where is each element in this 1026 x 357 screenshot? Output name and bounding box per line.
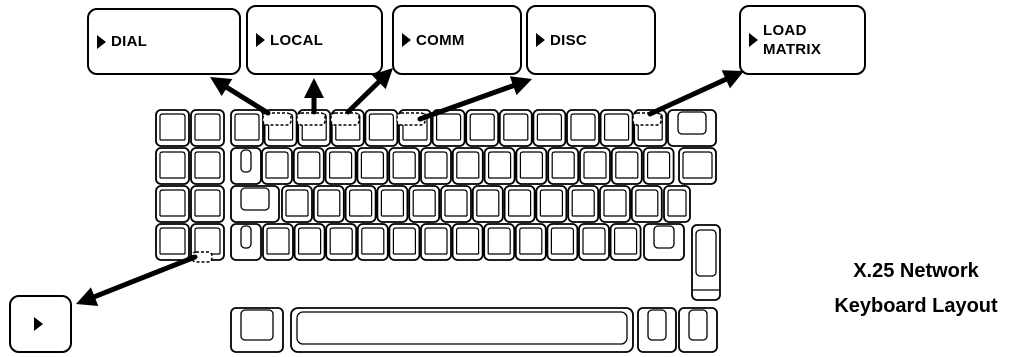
key — [388, 223, 421, 261]
key — [451, 147, 484, 185]
triangle-right-icon — [33, 317, 43, 331]
callout-arrow — [647, 70, 744, 117]
comm-callout: COMM — [392, 5, 522, 75]
return-key — [691, 224, 721, 301]
triangle-right-icon — [536, 33, 545, 47]
key — [630, 185, 663, 223]
key — [471, 185, 504, 223]
caption-line2: Keyboard Layout — [834, 295, 998, 317]
key — [344, 185, 377, 223]
load-label-line2: MATRIX — [763, 41, 822, 58]
key — [408, 185, 441, 223]
left-key — [155, 109, 190, 147]
ctrl-key — [230, 185, 280, 223]
dial-callout: DIAL — [87, 8, 241, 75]
load-label-line1: LOAD — [763, 22, 807, 39]
key — [546, 223, 579, 261]
key — [364, 109, 399, 147]
key — [324, 147, 357, 185]
key — [281, 185, 313, 223]
key — [503, 185, 536, 223]
key — [451, 223, 484, 261]
triangle-right-icon — [749, 33, 758, 47]
shift-key — [230, 223, 262, 261]
left-key — [190, 109, 225, 147]
key — [579, 147, 611, 185]
load-matrix-callout: LOAD MATRIX — [739, 5, 866, 75]
triangle-right-icon — [97, 34, 106, 49]
key — [498, 109, 533, 147]
highlight-outline — [396, 112, 426, 126]
key — [483, 223, 516, 261]
key — [292, 147, 325, 185]
key — [230, 307, 284, 353]
key — [312, 185, 345, 223]
shift-key — [643, 223, 685, 261]
highlight-outline — [330, 112, 360, 126]
key — [532, 109, 567, 147]
comm-label: COMM — [416, 31, 465, 49]
key — [535, 185, 568, 223]
caption-line1: X.25 Network — [853, 260, 979, 282]
highlight-outline — [262, 112, 292, 126]
keyboard — [155, 109, 721, 353]
highlighted-key-outlines — [191, 112, 662, 263]
key — [599, 185, 631, 223]
key — [293, 223, 326, 261]
key — [388, 147, 421, 185]
key — [642, 147, 675, 185]
key — [356, 147, 389, 185]
key — [637, 307, 677, 353]
key — [610, 147, 643, 185]
key — [230, 109, 264, 147]
highlight-outline — [296, 112, 326, 126]
callout-arrow — [304, 78, 324, 115]
triangle-right-icon — [256, 33, 265, 47]
disc-callout: DISC — [526, 5, 656, 75]
key — [261, 147, 293, 185]
key — [420, 223, 452, 261]
key — [376, 185, 409, 223]
key — [483, 147, 516, 185]
key — [678, 147, 717, 185]
disc-label: DISC — [550, 31, 588, 49]
blank-key-callout — [9, 295, 72, 353]
key — [609, 223, 642, 261]
space-bar — [290, 307, 634, 353]
left-key — [190, 147, 225, 185]
key — [567, 185, 600, 223]
triangle-right-icon — [402, 33, 411, 47]
key — [465, 109, 500, 147]
key — [440, 185, 472, 223]
highlight-outline — [632, 112, 662, 126]
left-key — [155, 223, 190, 261]
callout-arrows — [76, 68, 744, 306]
key — [599, 109, 634, 147]
callout-arrow — [210, 77, 271, 116]
key — [262, 223, 294, 261]
key — [678, 307, 718, 353]
load-matrix-label: LOAD MATRIX — [763, 21, 821, 59]
dial-label: DIAL — [111, 33, 148, 50]
callout-arrow — [417, 76, 532, 122]
key — [667, 109, 717, 147]
callout-arrow — [76, 254, 198, 306]
key — [515, 147, 548, 185]
left-key — [155, 147, 190, 185]
key — [356, 223, 389, 261]
key — [663, 185, 691, 223]
tab-key — [230, 147, 262, 185]
left-key — [190, 185, 225, 223]
key — [420, 147, 452, 185]
diagram-caption: X.25 Network Keyboard Layout — [806, 254, 1026, 324]
key — [566, 109, 600, 147]
key — [514, 223, 547, 261]
key — [547, 147, 580, 185]
local-label: LOCAL — [270, 31, 324, 49]
key — [578, 223, 610, 261]
local-callout: LOCAL — [246, 5, 383, 75]
key — [325, 223, 358, 261]
left-key — [155, 185, 190, 223]
